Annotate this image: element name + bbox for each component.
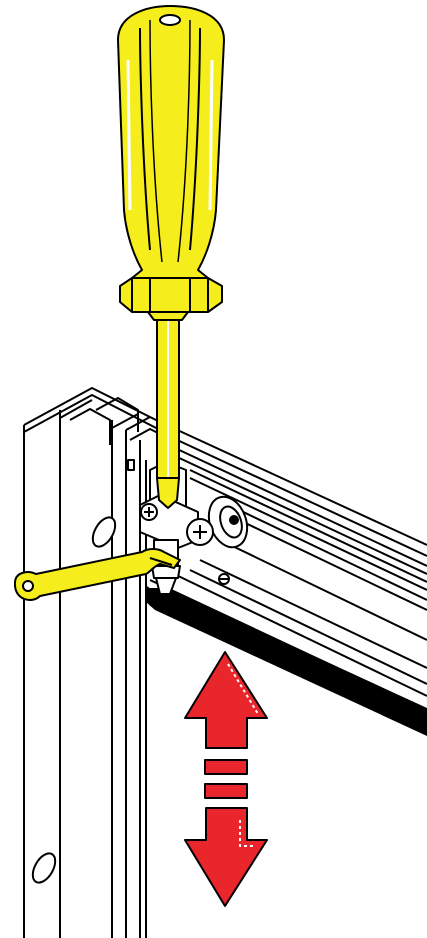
frame-hole-icon — [91, 516, 117, 548]
frame-hole-icon — [31, 852, 57, 884]
open-end-wrench-icon — [13, 548, 181, 601]
screwdriver-icon — [117, 5, 225, 509]
vertical-adjust-arrow-icon — [184, 651, 268, 907]
